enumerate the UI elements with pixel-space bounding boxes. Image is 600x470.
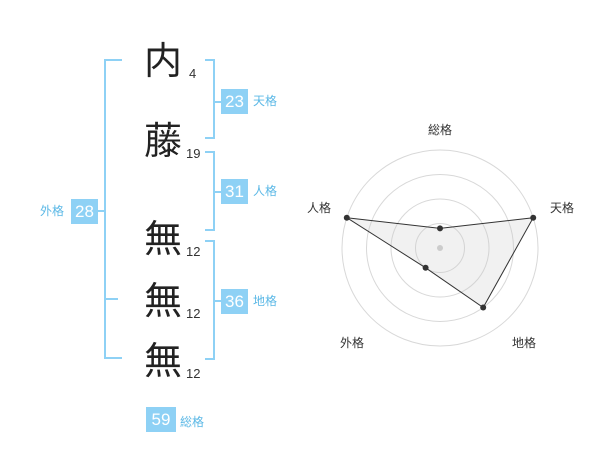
radar-ring — [341, 149, 539, 347]
radar-shape — [346, 217, 535, 309]
name-char-5: 無 — [144, 339, 183, 383]
jinkaku-value: 31 — [221, 179, 248, 204]
axis-label-soukaku: 総格 — [428, 122, 452, 137]
axis-label-chikaku: 地格 — [512, 335, 536, 350]
radar-chart: 総格 天格 地格 外格 人格 — [307, 122, 574, 350]
stroke-count-2: 19 — [186, 146, 201, 161]
tenkaku-value: 23 — [221, 89, 248, 114]
radar-point — [480, 304, 487, 311]
tenkaku-label: 天格 — [253, 94, 278, 108]
name-char-3: 無 — [144, 217, 183, 261]
gaikaku-label: 外格 — [40, 204, 65, 218]
gaikaku-value: 28 — [71, 199, 98, 224]
chikaku-value: 36 — [221, 289, 248, 314]
chikaku-label: 地格 — [253, 294, 278, 308]
radar-point — [530, 214, 537, 221]
name-char-2: 藤 — [144, 119, 183, 163]
radar-ring — [415, 223, 465, 273]
stroke-count-4: 12 — [186, 306, 201, 321]
axis-label-tenkaku: 天格 — [550, 200, 574, 215]
radar-points — [343, 214, 537, 311]
axis-label-jinkaku: 人格 — [307, 200, 331, 215]
soukaku-label: 総格 — [180, 415, 205, 429]
radar-ring — [366, 174, 514, 322]
name-char-1: 内 — [144, 39, 183, 83]
radar-point — [343, 214, 350, 221]
jinkaku-label: 人格 — [253, 184, 278, 198]
radar-ring — [390, 198, 490, 298]
stroke-count-1: 4 — [189, 66, 197, 81]
radar-point — [422, 264, 429, 271]
radar-center — [437, 245, 443, 251]
radar-rings — [341, 149, 539, 347]
axis-label-gaikaku: 外格 — [340, 335, 364, 350]
soukaku-value: 59 — [146, 407, 176, 432]
stroke-count-5: 12 — [186, 366, 201, 381]
radar-point — [437, 225, 443, 232]
name-char-4: 無 — [144, 279, 183, 323]
stroke-count-3: 12 — [186, 244, 201, 259]
